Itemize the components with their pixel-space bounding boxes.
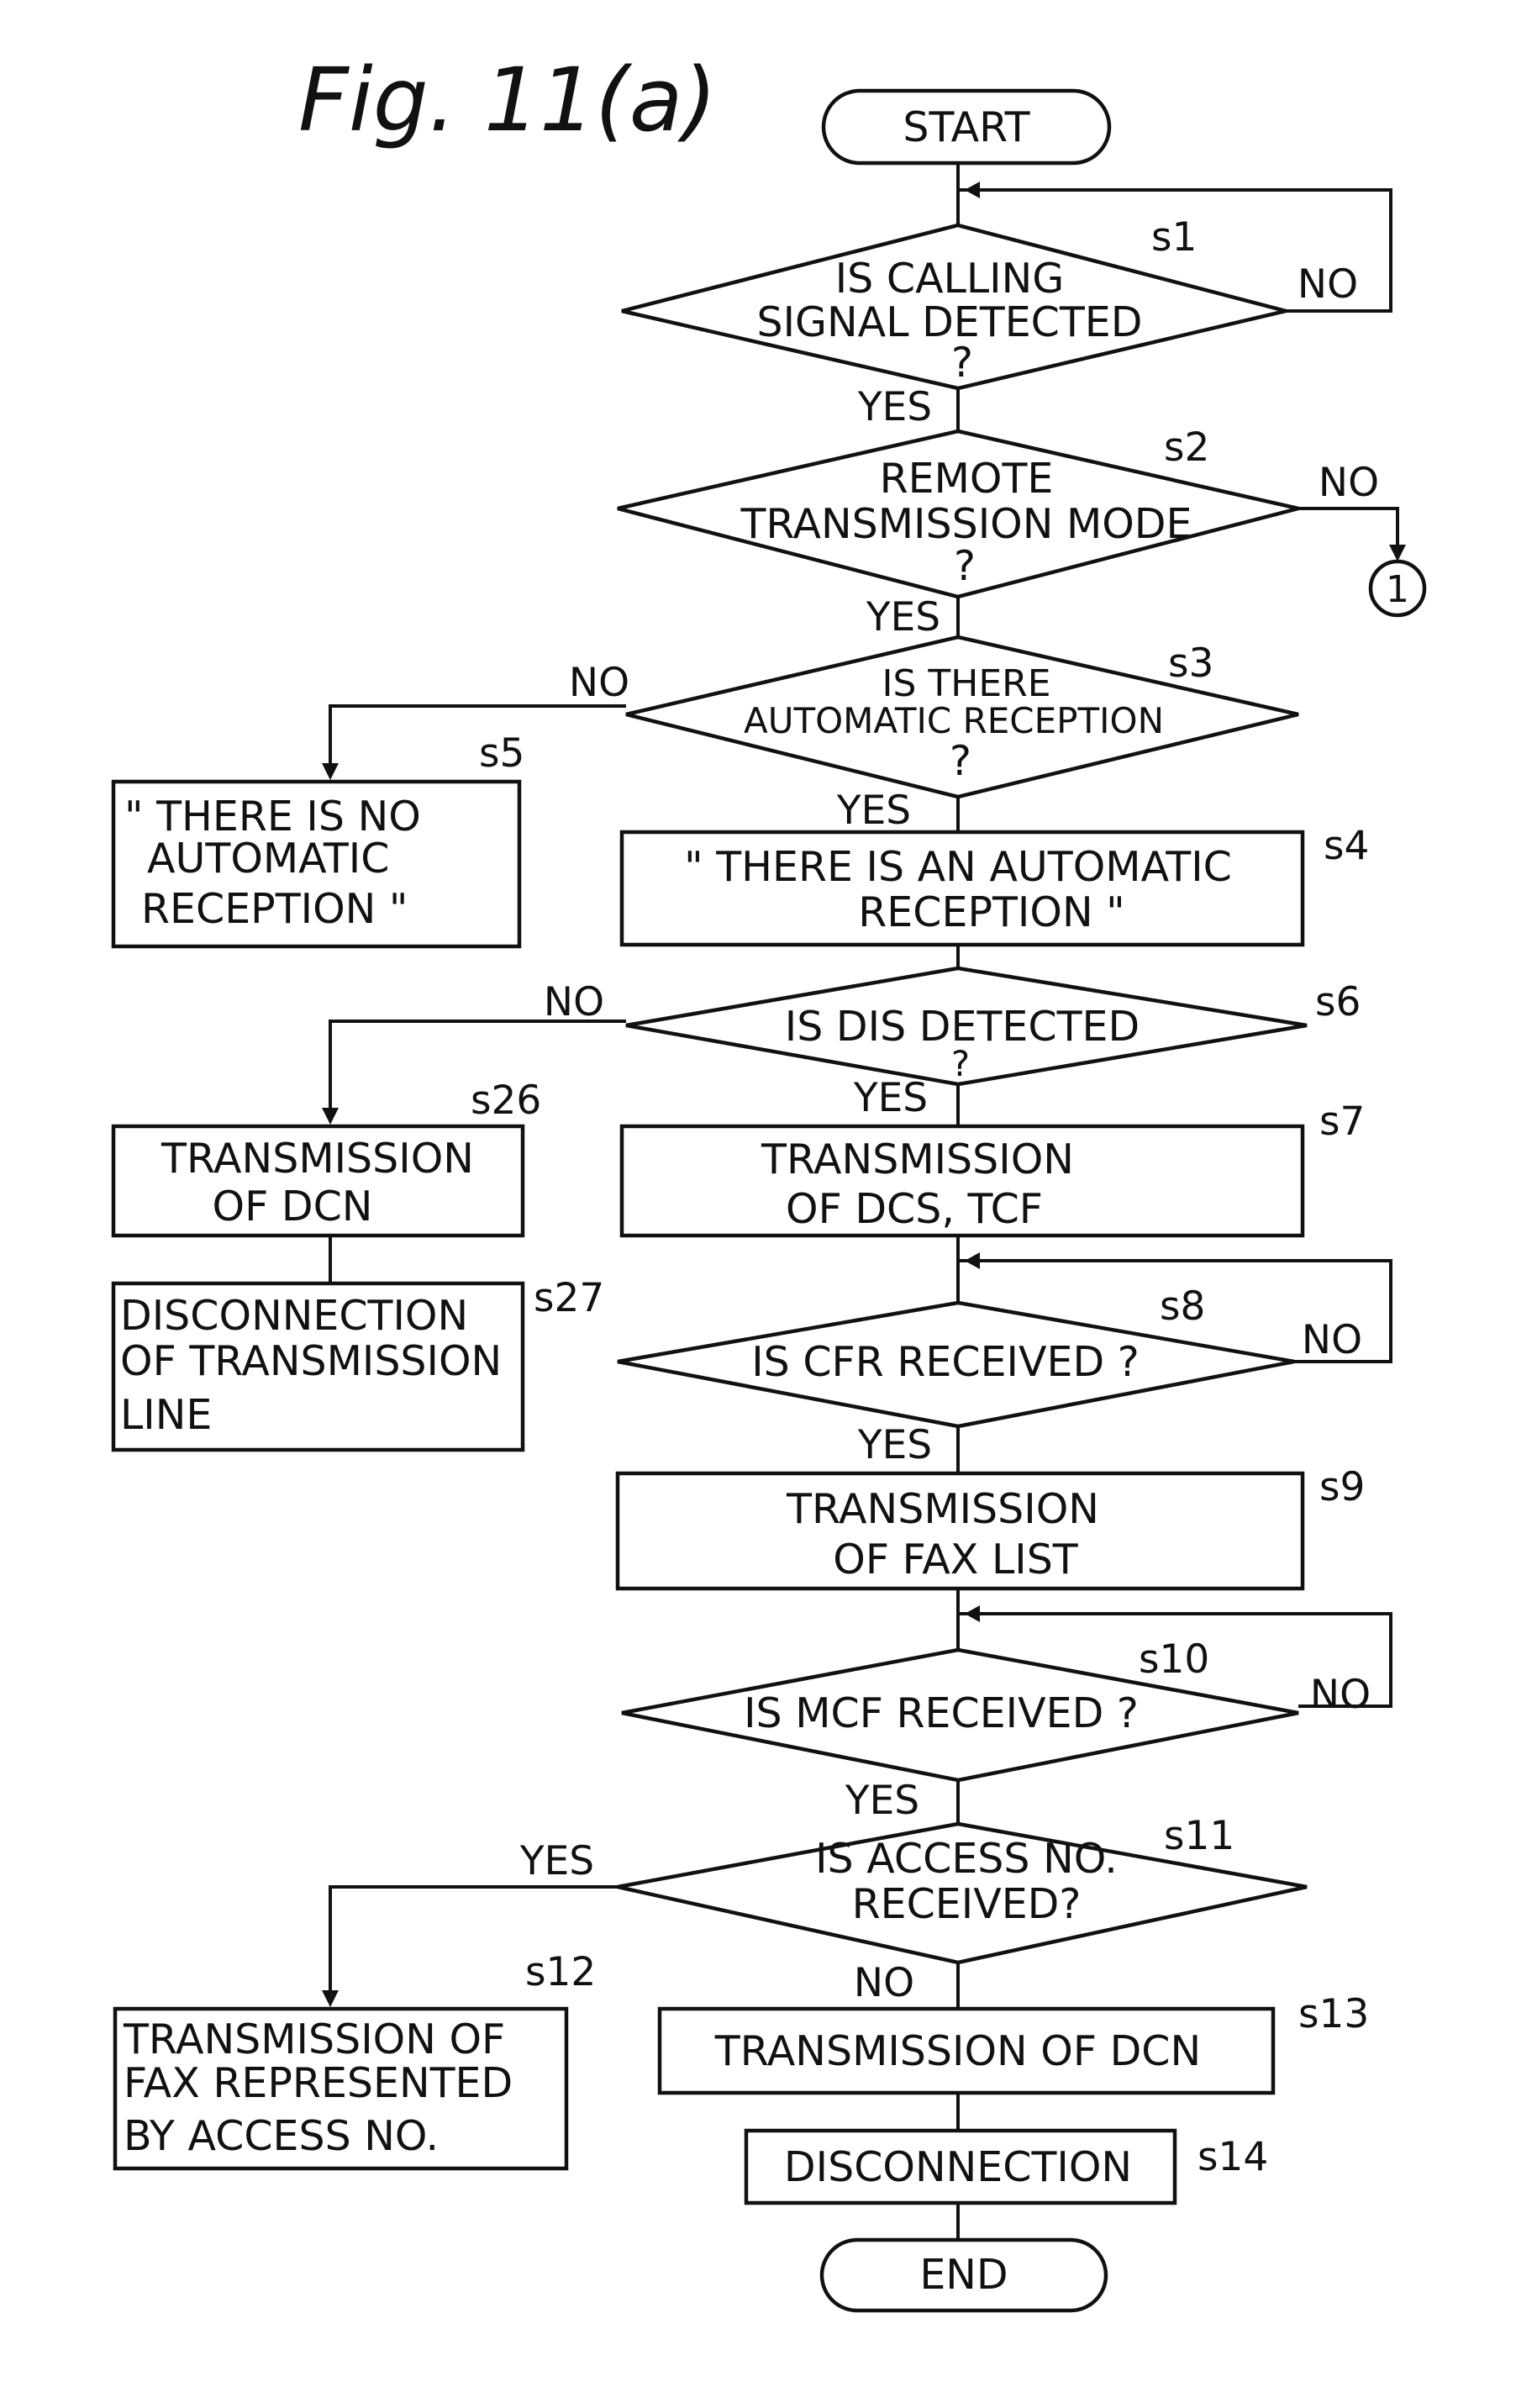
arrow-to-s26 [322,1108,339,1125]
connector-label: 1 [1386,568,1409,611]
s6-yes-label: YES [853,1075,928,1121]
process-s13: TRANSMISSION OF DCN s13 [657,1991,1369,2095]
step-label-s11: s11 [1164,1813,1234,1859]
s3-line-1: IS THERE [882,662,1050,705]
process-s4: " THERE IS AN AUTOMATIC RECEPTION " s4 [619,823,1369,947]
step-label-s26: s26 [471,1078,541,1124]
s4-line-1: " THERE IS AN AUTOMATIC [684,843,1232,891]
s8-line-1: IS CFR RECEIVED ? [751,1338,1140,1386]
process-s9: TRANSMISSION OF FAX LIST s9 [615,1464,1365,1591]
decision-s1: IS CALLING SIGNAL DETECTED ? s1 NO YES [621,214,1358,430]
s26-line-2: OF DCN [213,1183,373,1230]
step-label-s6: s6 [1315,979,1361,1025]
step-label-s10: s10 [1139,1636,1209,1683]
s2-no-label: NO [1319,460,1379,506]
off-page-connector: 1 [1368,559,1427,618]
arrow-to-s5 [322,763,339,780]
s5-line-2: AUTOMATIC [147,835,389,883]
s3-line-3: ? [950,737,971,785]
s1-yes-label: YES [857,384,932,430]
s6-line-1: IS DIS DETECTED [785,1003,1140,1051]
process-s26: TRANSMISSION OF DCN s26 [111,1078,541,1238]
s27-line-2: OF TRANSMISSION [120,1337,502,1385]
s12-line-3: BY ACCESS NO. [124,2112,439,2160]
s2-line-2: TRANSMISSION MODE [740,500,1192,548]
s1-no-label: NO [1298,261,1358,308]
process-s27: DISCONNECTION OF TRANSMISSION LINE s27 [111,1275,604,1452]
process-s5: " THERE IS NO AUTOMATIC RECEPTION " s5 [111,730,524,949]
s4-line-2: RECEPTION " [858,888,1124,936]
step-label-s8: s8 [1160,1283,1205,1330]
s3-no-label: NO [569,660,629,706]
s10-no-label: NO [1310,1672,1371,1718]
s11-no-label: NO [854,1960,914,2006]
s9-line-1: TRANSMISSION [786,1485,1099,1533]
step-label-s3: s3 [1168,640,1213,687]
s9-line-2: OF FAX LIST [833,1536,1079,1583]
s5-line-3: RECEPTION " [141,885,408,933]
decision-s11: IS ACCESS NO. RECEIVED? s11 YES NO [519,1813,1308,2006]
s2-yes-label: YES [866,594,940,640]
figure-title: Fig. 11(a) [298,49,717,151]
step-label-s4: s4 [1324,823,1369,869]
s3-line-2: AUTOMATIC RECEPTION [744,700,1164,741]
s6-line-2: ? [951,1043,970,1084]
start-label: START [903,103,1030,151]
s2-line-1: REMOTE [880,455,1054,503]
s1-line-1: IS CALLING [835,255,1065,303]
s8-no-label: NO [1302,1317,1362,1363]
arrow-to-connector [1389,545,1406,561]
step-label-s1: s1 [1151,214,1197,261]
loop-arrow-s8 [965,1252,980,1269]
decision-s6: IS DIS DETECTED ? s6 NO YES [544,966,1361,1121]
s5-line-1: " THERE IS NO [124,793,421,840]
decision-s2: REMOTE TRANSMISSION MODE ? s2 NO YES [617,424,1379,640]
arrow-to-s12 [322,1990,339,2007]
step-label-s2: s2 [1164,424,1209,471]
s1-line-2: SIGNAL DETECTED [757,298,1143,346]
s7-line-2: OF DCS, TCF [786,1185,1043,1233]
decision-s8: IS CFR RECEIVED ? s8 NO YES [617,1283,1362,1468]
arrowheads [322,182,1406,2007]
s8-yes-label: YES [857,1422,932,1468]
end-terminal: END [819,2237,1108,2313]
s11-line-1: IS ACCESS NO. [815,1835,1118,1883]
s26-line-1: TRANSMISSION [161,1135,474,1183]
s10-line-1: IS MCF RECEIVED ? [744,1689,1139,1737]
decision-s3: IS THERE AUTOMATIC RECEPTION ? s3 NO YES [569,635,1299,834]
step-label-s13: s13 [1298,1991,1369,2037]
s13-line-1: TRANSMISSION OF DCN [714,2027,1201,2075]
step-label-s27: s27 [534,1275,604,1321]
loop-arrow-s1 [965,182,980,198]
s2-line-3: ? [954,542,976,590]
step-label-s14: s14 [1198,2134,1268,2180]
step-label-s5: s5 [479,730,524,777]
s10-yes-label: YES [845,1778,919,1824]
s3-yes-label: YES [836,788,911,834]
s6-no-label: NO [544,979,604,1025]
s27-line-3: LINE [120,1391,212,1439]
decision-s10: IS MCF RECEIVED ? s10 NO YES [621,1636,1371,1824]
process-s12: TRANSMISSION OF FAX REPRESENTED BY ACCES… [113,1949,596,2171]
step-label-s7: s7 [1319,1099,1365,1145]
s14-line-1: DISCONNECTION [784,2143,1132,2191]
start-terminal: START [821,88,1112,166]
step-label-s12: s12 [525,1949,596,1995]
s7-line-1: TRANSMISSION [761,1136,1074,1183]
s27-line-1: DISCONNECTION [120,1292,468,1340]
s11-line-2: RECEIVED? [852,1880,1082,1928]
loop-arrow-s10 [965,1605,980,1622]
s1-line-3: ? [951,339,973,387]
process-s14: DISCONNECTION s14 [744,2128,1268,2205]
end-label: END [919,2251,1008,2299]
s12-line-2: FAX REPRESENTED [124,2059,513,2107]
step-label-s9: s9 [1319,1464,1365,1510]
process-s7: TRANSMISSION OF DCS, TCF s7 [619,1099,1365,1238]
s12-line-1: TRANSMISSION OF [123,2015,505,2063]
s11-yes-label: YES [519,1838,594,1884]
